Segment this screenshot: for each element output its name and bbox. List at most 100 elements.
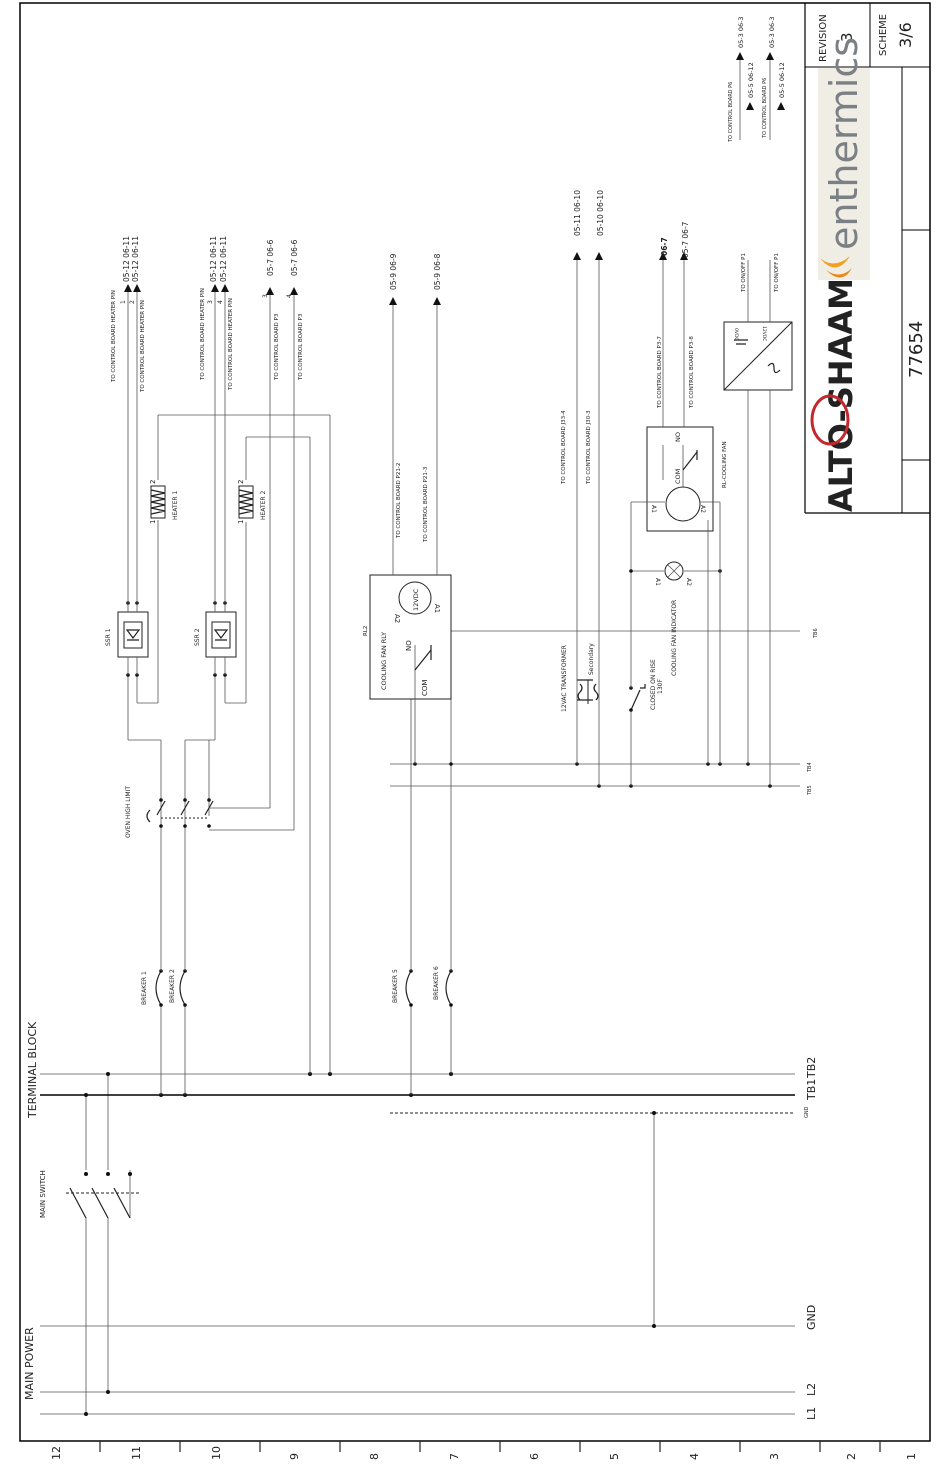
heater-2: HEATER 2 1 2 [237,480,267,524]
rl2-label: RL2 [363,626,369,636]
heater-2-pin-2: 2 [237,480,245,484]
arrow-up-icon [595,252,603,260]
revision-value: 3 [838,32,856,42]
ssr-wiring [127,414,331,1074]
cross-reference: 05-5 06-12 [778,62,786,98]
low-voltage-buses: TB4 TB5 TB6 [390,628,819,796]
indicator-a2: A2 [685,578,692,586]
breaker-1-label: BREAKER 1 [141,971,148,1005]
cross-reference: 05-12 06-11 [219,236,228,282]
relay-no: NO [405,640,413,651]
tb2-label: TB2 [805,1057,818,1079]
arrow-up-icon [211,284,219,292]
heater-pin-label: TO CONTROL BOARD HEATER PIN [200,288,206,381]
fan-a1: A1 [650,505,657,513]
row-number: 3 [768,1453,781,1460]
cross-reference: 05-5 06-12 [747,62,755,98]
scheme-label: SCHEME [878,14,889,56]
psu-input-label: 0VDC [733,328,739,341]
cross-reference: 05-7 06-6 [290,239,299,276]
tb1-label: TB1 [805,1079,818,1101]
ssr-1: SSR 1 [105,292,149,677]
tb6-label: TB6 [813,628,819,639]
arrow-up-icon [746,102,754,110]
arrow-up-icon [433,297,441,305]
p3-8-label: TO CONTROL BOARD P3-8 [689,336,695,409]
fan-no: NO [674,432,682,442]
relay-coil-voltage: 12VDC [412,588,420,611]
oven-high-limit-label: OVEN HIGH LIMIT [125,786,132,838]
j30-3-label: TO CONTROL BOARD J30-3 [586,410,592,485]
fan-a2: A2 [699,505,706,513]
row-number-scale: 12 11 10 9 8 7 6 5 4 3 2 1 [20,1440,930,1460]
cross-reference: 05-7 06-7 [681,221,690,258]
breakers-5-6: BREAKER 5 BREAKER 6 [392,592,453,1095]
drawing-border [19,2,931,1442]
arrow-up-icon [221,284,229,292]
pin-number: 1 [120,300,127,304]
row-number: 5 [608,1453,621,1460]
pin-number: 4 [217,300,224,304]
cooling-fan-motor: A1 A2 NO COM RL-COOLING FAN TO CONTROL B… [631,221,728,764]
indicator-lamp-icon [664,561,684,581]
tb4-label: TB4 [807,762,813,773]
heater-1: HEATER 1 1 2 [149,480,179,524]
breaker-6-label: BREAKER 6 [433,966,440,1000]
cross-reference: 05-12 06-11 [209,236,218,282]
heater-1-pin-1: 1 [149,520,157,524]
enthermics-logo-bg [818,68,870,280]
row-number: 6 [528,1453,541,1460]
cross-reference: 05-12 06-11 [131,236,140,282]
p3-label: TO CONTROL BOARD P3 [298,313,304,381]
cross-reference: 05-12 06-11 [122,236,131,282]
gnd-label: GND [805,1305,818,1330]
cross-reference: 05-3 06-3 [737,16,745,48]
row-number: 4 [688,1453,701,1460]
secondary-label: Secondary [588,643,595,675]
scheme-value: 3/6 [896,22,915,48]
control-board-heater-connections: 1 2 3 4 3 4 TO CONTROL BOARD HEATER PIN … [111,236,304,393]
cross-reference: 05-10 06-10 [596,190,605,236]
ssr-2-label: SSR 2 [194,628,201,646]
pin-number: 2 [129,300,136,304]
arrow-up-icon [766,52,774,60]
row-number: 7 [448,1453,461,1460]
onoff-p1-label: TO ON/OFF P1 [741,253,747,293]
arrow-up-icon [266,287,274,295]
breaker-2-label: BREAKER 2 [169,969,176,1003]
main-switch: MAIN SWITCH [39,1074,656,1416]
row-number: 10 [210,1446,223,1460]
row-number: 9 [288,1453,301,1460]
row-number: 8 [368,1453,381,1460]
arrow-up-icon [389,297,397,305]
p6-label: TO CONTROL BOARD P6 [728,82,734,143]
arrow-up-icon [680,252,688,260]
revision-label: REVISION [818,14,829,62]
arrow-up-icon [777,102,785,110]
p21-3-label: TO CONTROL BOARD P21-3 [423,466,429,543]
arrow-up-icon [290,287,298,295]
cooling-fan-indicator-label: COOLING FAN INDICATOR [671,600,678,676]
arrow-up-icon [124,284,132,292]
onoff-p1-label: TO ON/OFF P1 [774,253,780,293]
arrow-up-icon [659,252,667,260]
indicator-a1: A1 [654,578,661,586]
cross-reference: 05-3 06-3 [768,16,776,48]
cooling-fan-indicator: A1 A2 COOLING FAN INDICATOR [629,561,722,676]
fan-com: COM [674,469,682,484]
j33-4-label: TO CONTROL BOARD J33-4 [561,410,567,485]
transformer-label: 12VAC TRANSFORMER [561,645,568,712]
main-switch-label: MAIN SWITCH [39,1170,47,1218]
cooling-fan-rly-label: COOLING FAN RLY [380,632,388,690]
p3-label: TO CONTROL BOARD P3 [274,313,280,381]
heater-pin-label: TO CONTROL BOARD HEATER PIN [228,298,234,391]
p21-2-label: TO CONTROL BOARD P21-2 [396,463,402,539]
row-number: 11 [130,1446,143,1460]
heater-1-label: HEATER 1 [172,491,179,520]
rl-cooling-fan-label: RL-COOLING FAN [722,441,728,488]
cross-reference: 05-9 06-8 [433,253,442,290]
enthermics-logo: enthermics [822,37,866,250]
arrow-up-icon [573,252,581,260]
power-supply: 0VDC 12VDC TO ON/OFF P1 TO ON/OFF P1 TO … [723,16,793,786]
